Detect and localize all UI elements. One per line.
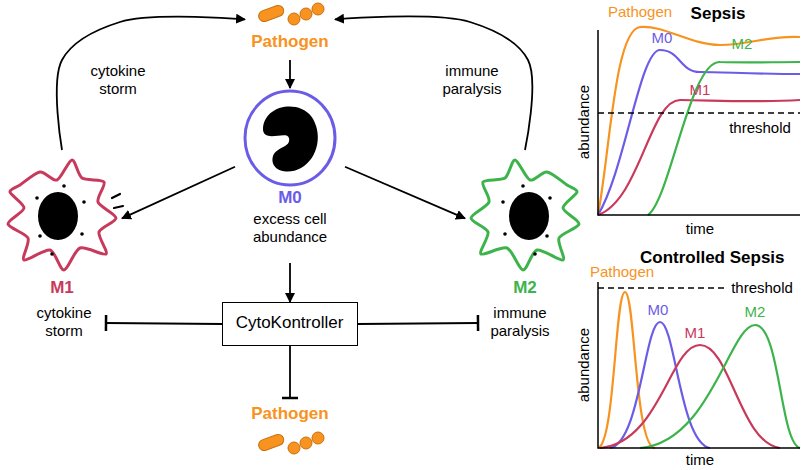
m1-macrophage: M1 <box>2 150 122 302</box>
outcome-node: cytokine storm <box>22 303 106 343</box>
m2-curve <box>640 325 800 448</box>
series-label: M0 <box>598 301 718 319</box>
cell-nucleus <box>509 192 549 240</box>
bacteria-icon <box>257 3 324 25</box>
arrow-connector <box>289 263 291 302</box>
node-label: M2 <box>465 278 585 298</box>
series-label: M0 <box>602 29 722 47</box>
edge-label: cytokine storm <box>78 62 158 98</box>
m1-curve <box>598 100 800 215</box>
bacteria-icon <box>257 432 324 454</box>
arrow-connector <box>335 16 532 150</box>
coccus <box>312 3 324 15</box>
inhibition-connector <box>106 323 222 324</box>
axis-label: abundance <box>575 62 593 182</box>
node-label: cytokine storm <box>22 304 106 340</box>
series-label: Pathogen <box>580 3 700 21</box>
pathogen-node: Pathogen <box>245 2 335 60</box>
threshold-line <box>598 112 800 114</box>
coccus <box>300 8 312 20</box>
granule <box>35 196 39 200</box>
arrow-connector <box>57 17 245 150</box>
node-label: CytoKontroller <box>223 313 356 333</box>
cytokine-mark <box>114 206 123 208</box>
series-label: M2 <box>695 303 801 321</box>
granule <box>80 232 84 236</box>
granule <box>501 200 505 204</box>
granule <box>503 232 507 236</box>
cell-nucleus <box>38 192 78 240</box>
granule <box>62 184 66 188</box>
rod-bacterium <box>257 433 285 452</box>
series-label: M1 <box>640 81 760 99</box>
outcome-node: immune paralysis <box>478 303 562 343</box>
inhibition-connector <box>289 346 291 398</box>
cytokine-mark <box>112 194 120 198</box>
coccus <box>288 13 300 25</box>
granule <box>548 196 552 200</box>
rod-bacterium <box>257 4 285 23</box>
node-note: excess cell abundance <box>235 210 345 246</box>
chart-title: Controlled Sepsis <box>640 248 760 268</box>
m0-macrophage: M0excess cell abundance <box>235 88 345 263</box>
axis-label: time <box>640 451 760 469</box>
node-label: M1 <box>2 278 122 298</box>
cell-membrane <box>471 160 579 270</box>
granule <box>521 184 525 188</box>
node-label: M0 <box>235 188 345 208</box>
series-label: M1 <box>635 324 755 342</box>
axis-label: time <box>640 220 760 238</box>
arrow-connector <box>289 60 291 88</box>
granule <box>38 234 42 238</box>
chart-axes <box>598 282 800 448</box>
controller-box: CytoKontroller <box>222 302 358 346</box>
edge-label: immune paralysis <box>432 62 512 98</box>
axis-label: abundance <box>575 305 593 425</box>
pathogen-curve <box>598 292 655 448</box>
node-label: Pathogen <box>245 404 335 424</box>
arrow-connector <box>345 167 465 219</box>
m1-curve <box>600 345 780 448</box>
coccus <box>288 442 300 454</box>
series-label: M2 <box>682 35 801 53</box>
inhibition-connector <box>358 323 478 324</box>
chart-title: Sepsis <box>658 4 778 24</box>
cell-membrane <box>245 91 335 185</box>
granule <box>533 252 537 256</box>
m2-curve <box>648 62 800 215</box>
threshold-label: threshold <box>702 279 801 297</box>
series-label: Pathogen <box>562 263 682 281</box>
granule <box>545 234 549 238</box>
node-label: immune paralysis <box>478 304 562 340</box>
cell-membrane <box>8 160 116 270</box>
threshold-line <box>598 287 725 289</box>
node-label: Pathogen <box>245 32 335 52</box>
controlled-sepsis-chart <box>598 282 800 448</box>
cell-nucleus <box>263 106 318 171</box>
m2-macrophage: M2 <box>465 150 585 302</box>
granule <box>50 252 54 256</box>
threshold-label: threshold <box>700 119 801 137</box>
pathogen-node: Pathogen <box>245 398 335 456</box>
arrow-connector <box>122 167 235 219</box>
coccus <box>300 437 312 449</box>
granule <box>82 200 86 204</box>
coccus <box>312 432 324 444</box>
